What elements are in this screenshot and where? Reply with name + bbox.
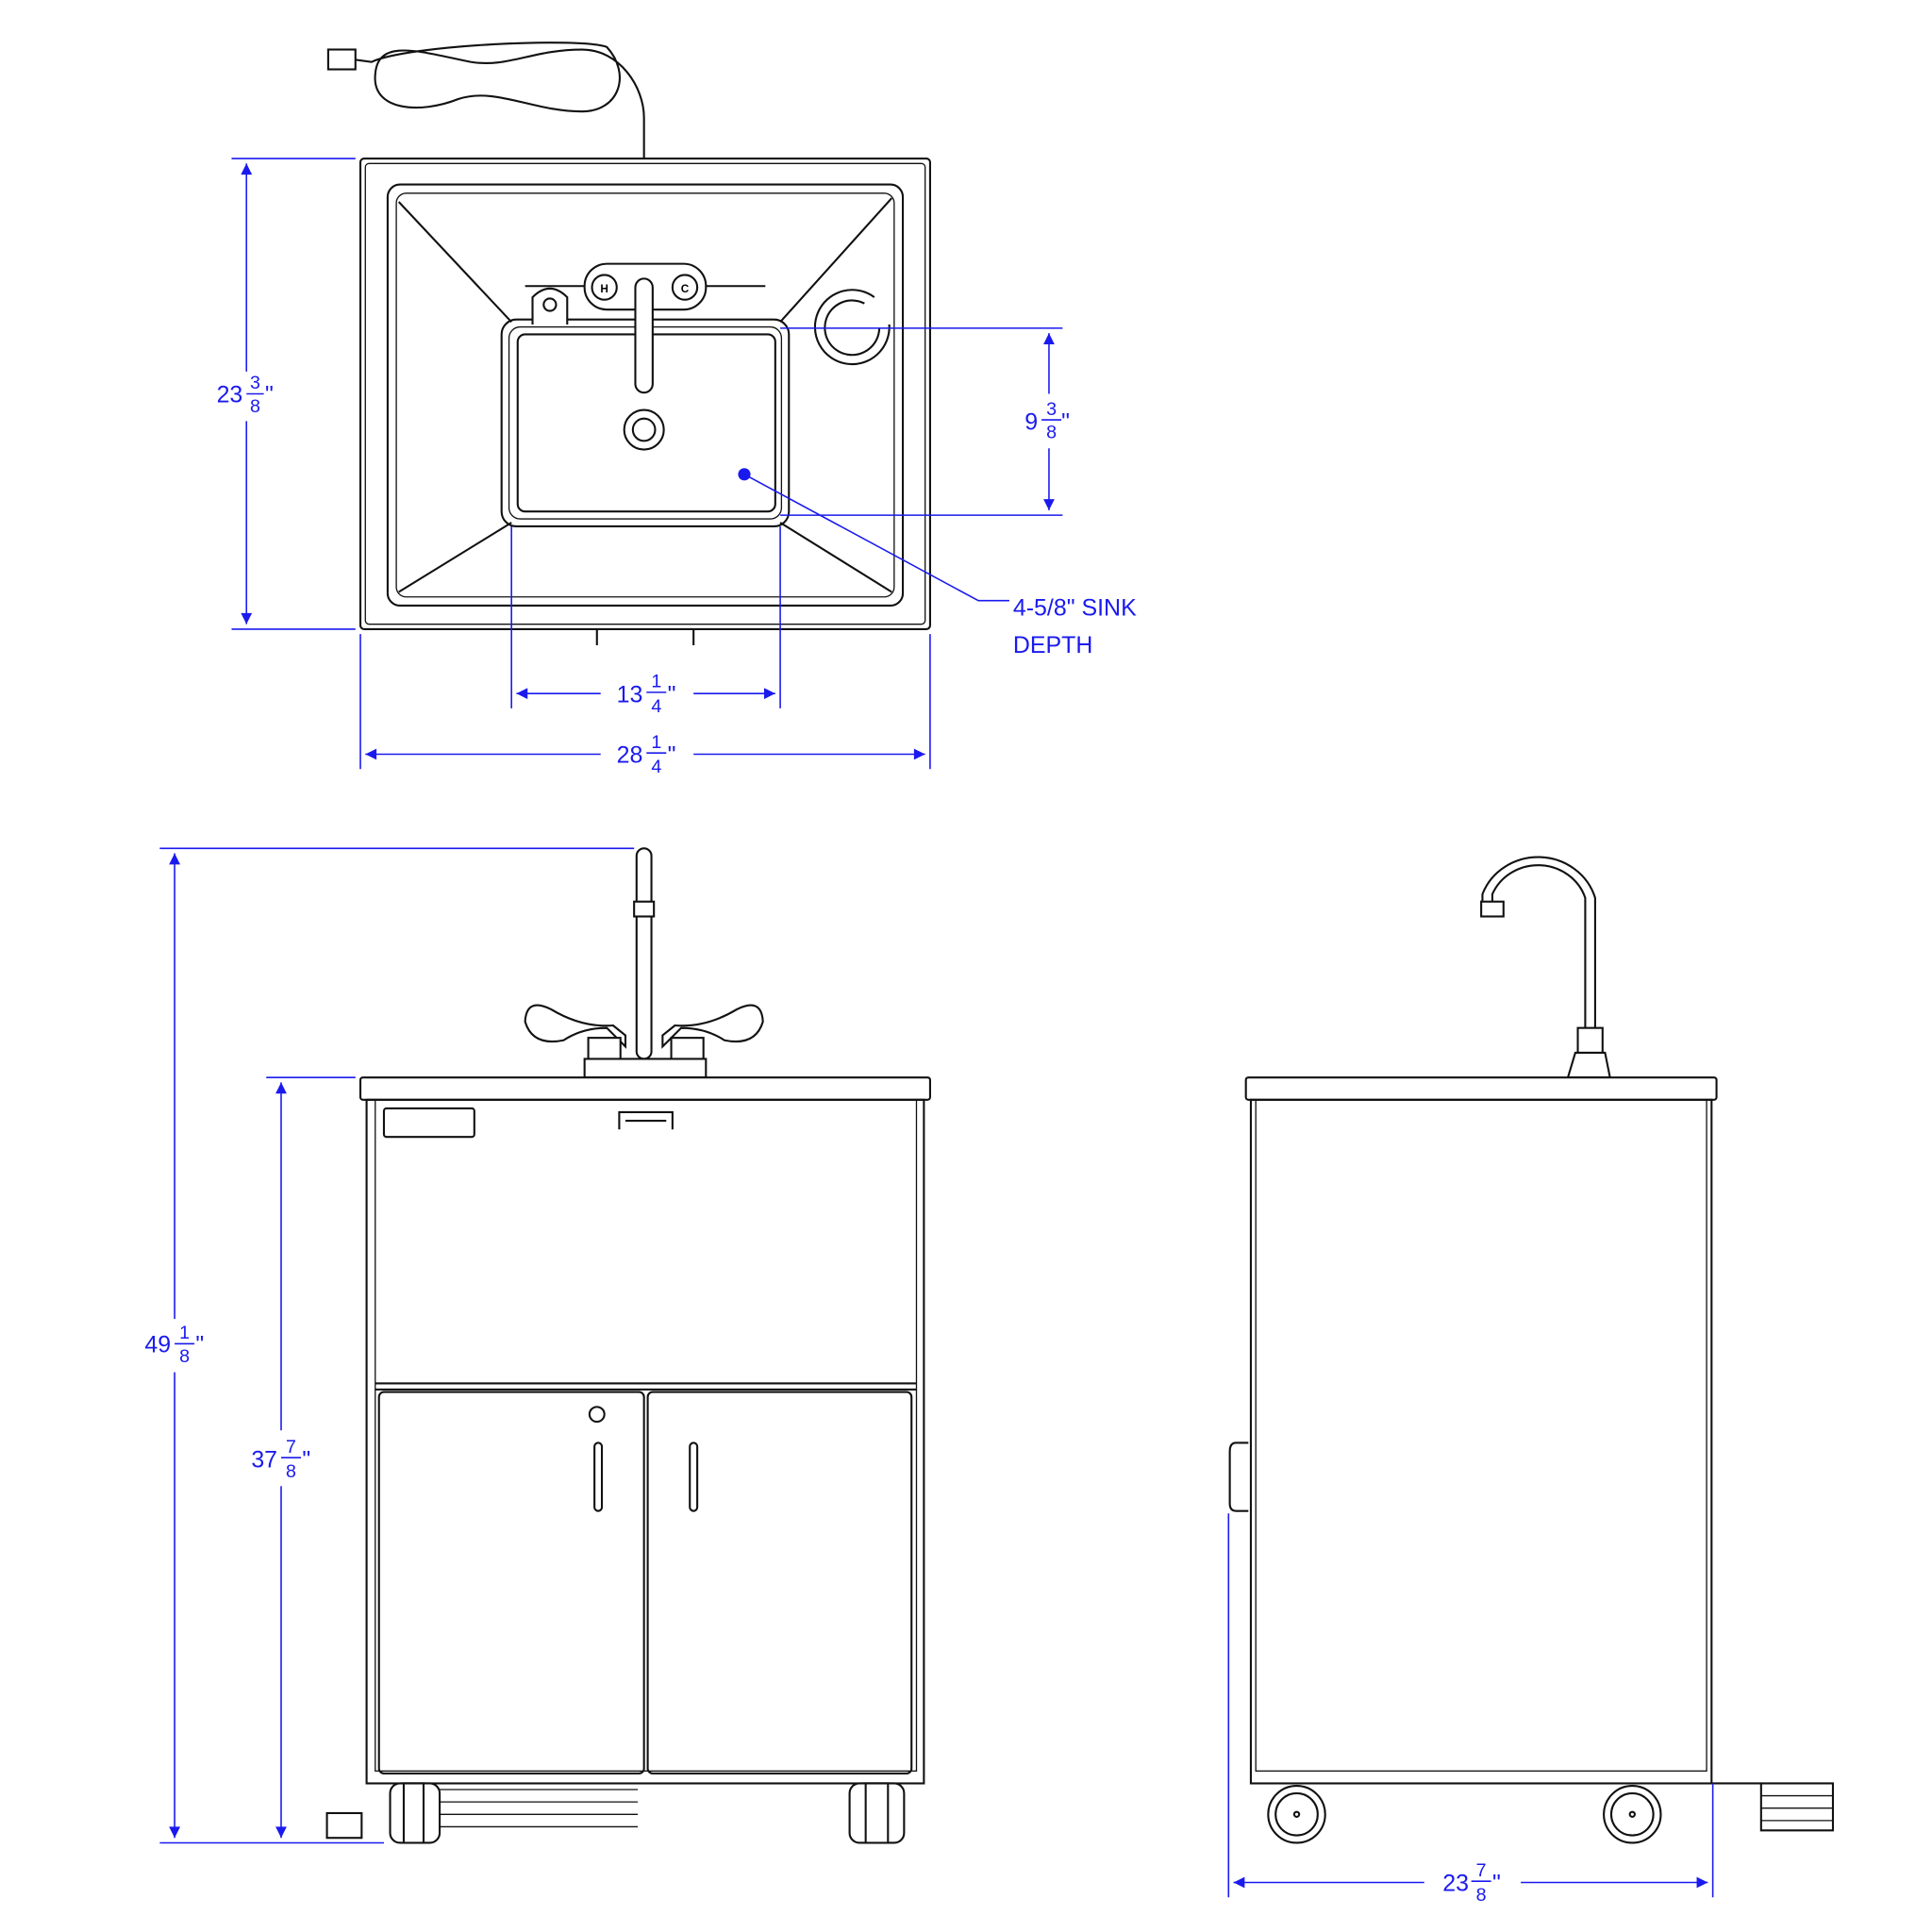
lock-icon (588, 1406, 606, 1424)
basin-depth-dimension-label: 9 3 8 " (1024, 399, 1070, 443)
coiled-cord (440, 1789, 639, 1828)
side-handle-icon (1228, 1441, 1249, 1512)
outlet-icon (618, 1110, 674, 1130)
faucet-deck: H C (525, 262, 766, 394)
top-view: H C (326, 42, 931, 645)
hot-wing-handle-icon (524, 1004, 627, 1049)
front-casters (325, 1782, 906, 1844)
svg-text:13: 13 (617, 681, 643, 708)
side-depth-dimension-label: 23 7 8 " (1442, 1860, 1501, 1906)
counter-edge (358, 1076, 931, 1101)
svg-text:": " (302, 1447, 310, 1474)
side-casters (1267, 1782, 1835, 1844)
side-view (1228, 856, 1835, 1844)
soap-dispenser-icon (813, 289, 891, 366)
tray-outline (386, 183, 905, 608)
right-door (646, 1391, 913, 1775)
counter-top-outline (358, 157, 931, 630)
overall-height-dimension-label: 49 1 8 " (144, 1323, 204, 1367)
svg-text:1: 1 (651, 732, 661, 753)
side-view-dimensions: 23 7 8 " (1227, 1513, 1714, 1906)
cord-plug-icon (325, 1811, 363, 1840)
cold-label: C (681, 282, 690, 295)
svg-text:": " (1061, 409, 1070, 436)
svg-text:": " (1492, 1871, 1501, 1897)
spout-icon (634, 277, 654, 394)
svg-text:37: 37 (251, 1447, 277, 1474)
svg-text:8: 8 (1046, 423, 1057, 443)
svg-text:": " (195, 1332, 204, 1358)
depth-dimension-label: 23 3 8 " (217, 373, 274, 417)
svg-text:23: 23 (217, 382, 243, 408)
svg-text:3: 3 (1046, 399, 1057, 420)
drain-icon (623, 408, 665, 451)
top-view-dimensions: 23 3 8 " 9 3 8 " 4-5/8" SINK DEPTH 13 1 … (217, 158, 1137, 777)
power-cord (326, 42, 645, 159)
svg-text:28: 28 (617, 742, 643, 769)
bracket-icon (531, 287, 569, 325)
basin-width-dimension-label: 13 1 4 " (617, 672, 676, 717)
left-door-handle-icon (593, 1441, 604, 1512)
plug-icon (326, 48, 357, 71)
svg-text:9: 9 (1024, 409, 1038, 436)
svg-text:8: 8 (1476, 1885, 1487, 1906)
label-plate (382, 1107, 475, 1139)
svg-text:8: 8 (179, 1346, 190, 1367)
svg-text:7: 7 (286, 1437, 296, 1457)
hot-label: H (600, 282, 608, 295)
svg-text:4: 4 (651, 757, 661, 777)
svg-text:8: 8 (286, 1461, 296, 1482)
svg-text:1: 1 (651, 672, 661, 692)
side-counter-edge (1244, 1076, 1718, 1101)
svg-text:": " (668, 681, 676, 708)
svg-text:23: 23 (1442, 1871, 1469, 1897)
right-door-handle-icon (689, 1441, 699, 1512)
hot-handle-icon (591, 274, 618, 301)
svg-text:4: 4 (651, 696, 661, 717)
svg-text:": " (265, 382, 274, 408)
overall-width-dimension-label: 28 1 4 " (617, 732, 676, 777)
cold-wing-handle-icon (661, 1004, 764, 1049)
cold-handle-icon (671, 274, 699, 301)
svg-text:1: 1 (179, 1323, 190, 1343)
sink-depth-note: 4-5/8" SINK (1013, 594, 1137, 621)
faucet (524, 847, 764, 1079)
svg-text:8: 8 (250, 396, 260, 417)
gooseneck-faucet (1480, 856, 1611, 1079)
svg-text:7: 7 (1476, 1860, 1487, 1881)
svg-text:": " (668, 742, 676, 769)
left-door (377, 1391, 645, 1775)
sink-depth-note-line2: DEPTH (1013, 632, 1093, 658)
svg-text:3: 3 (250, 373, 260, 393)
counter-height-dimension-label: 37 7 8 " (251, 1437, 310, 1482)
front-view-dimensions: 49 1 8 " 37 7 8 " (144, 847, 635, 1844)
front-view (325, 847, 931, 1844)
svg-text:49: 49 (144, 1332, 171, 1358)
